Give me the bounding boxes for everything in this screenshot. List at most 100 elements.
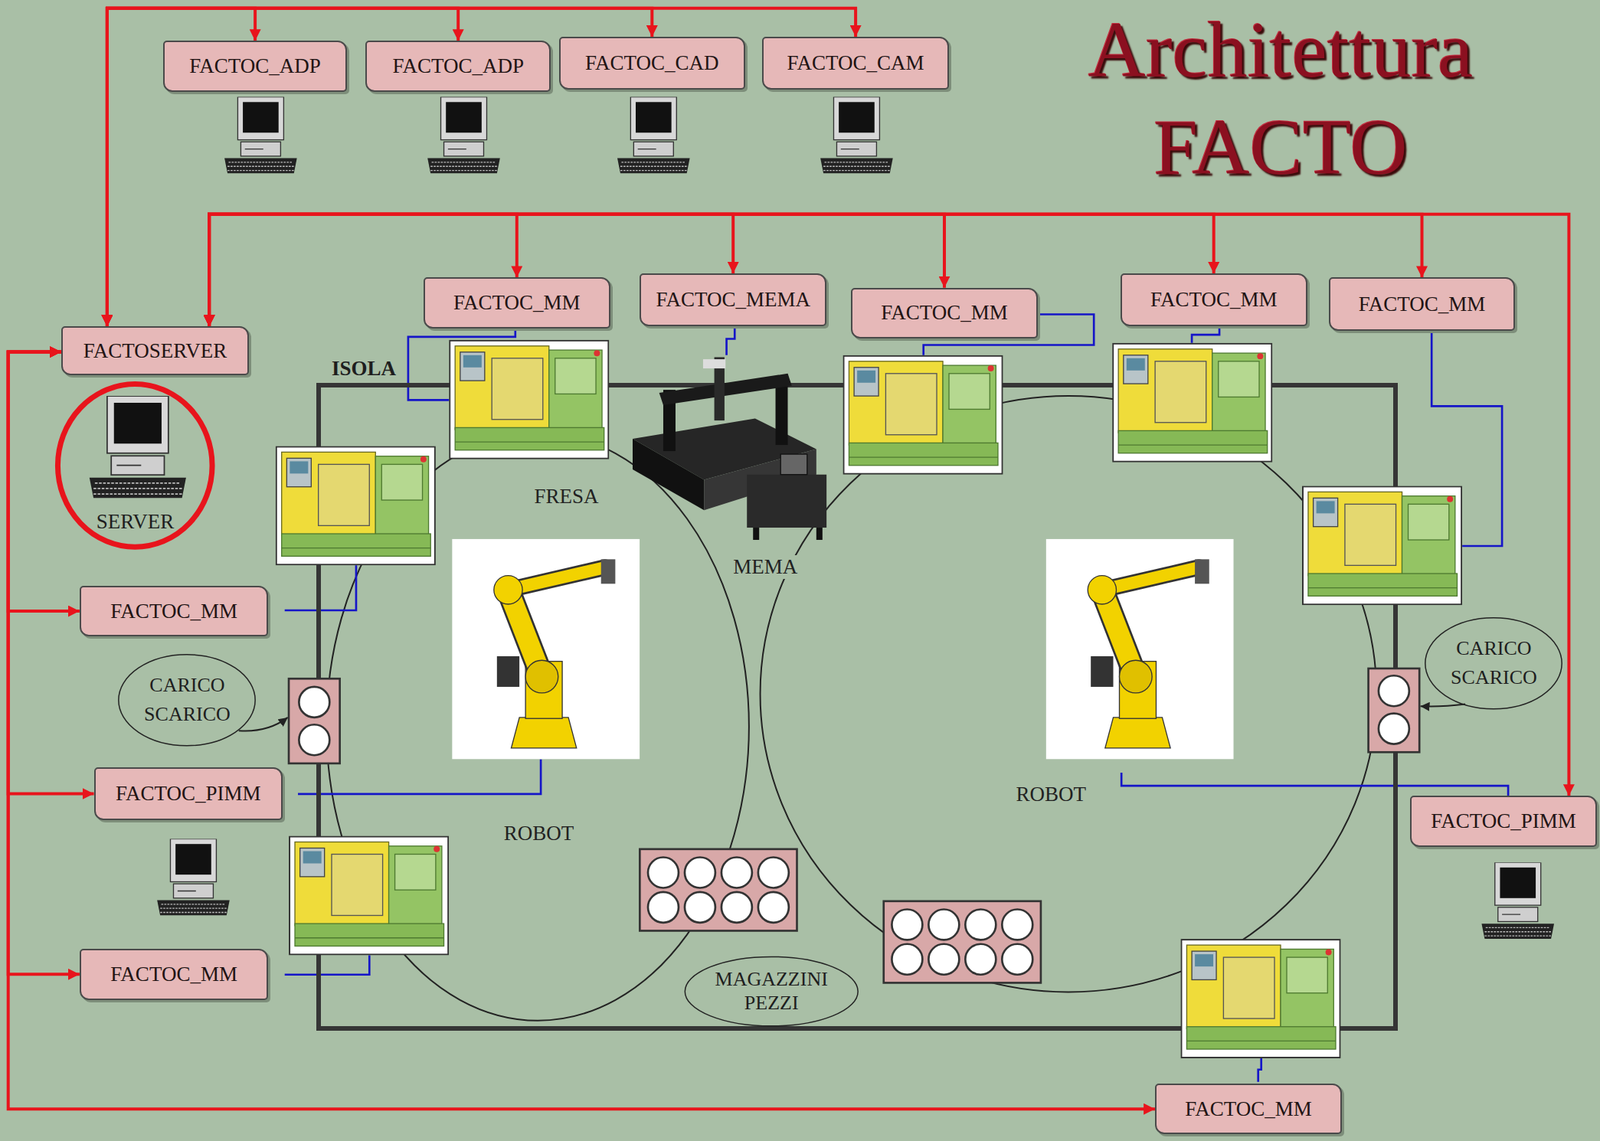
client-scroll: FACTOC_PIMM	[1410, 795, 1597, 848]
milling-machine	[1112, 343, 1272, 462]
store-slot	[647, 892, 679, 923]
store-slot	[721, 892, 753, 923]
diagram-title: Architettura FACTO	[1012, 1, 1549, 197]
network-link	[8, 352, 1156, 1110]
blue-wires	[284, 314, 1509, 1082]
robot-picture	[451, 539, 640, 760]
pallet-slot	[1378, 713, 1410, 745]
milling-machine	[1302, 486, 1462, 605]
node-label: FACTOSERVER	[83, 339, 227, 364]
ellipse-border	[684, 956, 858, 1026]
pallet-station	[288, 668, 1420, 764]
desk-leg	[752, 527, 760, 540]
store-slot	[1001, 944, 1033, 976]
computer-icon	[157, 839, 230, 917]
ellipse-border	[118, 654, 256, 746]
store-rack	[883, 901, 1041, 984]
desk-leg	[816, 527, 823, 540]
client-scroll: FACTOC_MM	[1155, 1083, 1342, 1136]
network-link	[209, 214, 1214, 328]
milling-machine	[449, 340, 609, 459]
client-scroll: FACTOC_ADP	[163, 40, 347, 92]
computer-icon	[820, 97, 894, 174]
station-ellipse: MAGAZZINI PEZZI	[683, 955, 860, 1028]
client-scroll: FACTOSERVER	[61, 326, 249, 376]
node-label: FACTOC_ADP	[392, 54, 524, 79]
computer-icon	[1481, 862, 1555, 940]
pallet-slot	[298, 687, 330, 718]
client-scroll: FACTOC_MM	[79, 585, 269, 638]
cmm-bridge	[659, 373, 792, 406]
network-link	[8, 352, 95, 795]
signal-wire	[284, 955, 370, 975]
node-label: FACTOC_MM	[1150, 287, 1278, 312]
store-slot	[891, 909, 923, 940]
network-link	[8, 352, 80, 612]
part-label: FRESA	[531, 484, 601, 509]
network-link	[209, 214, 945, 328]
milling-machine	[843, 356, 1002, 475]
computer-icon	[89, 395, 187, 498]
ellipse-outline	[683, 955, 860, 1028]
node-label: FACTOC_MM	[453, 291, 581, 315]
node-label: CARICO SCARICO	[1439, 634, 1548, 692]
server-ring	[58, 383, 213, 547]
client-scroll: FACTOC_PIMM	[94, 767, 283, 821]
store-slot	[1001, 909, 1033, 940]
client-scroll: FACTOC_MM	[850, 287, 1038, 340]
pallet-slot	[1378, 675, 1410, 707]
node-label: FACTOC_CAD	[585, 51, 720, 76]
milling-machine	[1181, 939, 1340, 1058]
store-slot	[684, 892, 716, 923]
store-slot	[758, 892, 789, 923]
store-slot	[647, 857, 679, 888]
region-heading: ISOLA	[331, 356, 396, 381]
pallet	[1368, 668, 1421, 753]
leader-arrow	[238, 717, 288, 732]
network-link	[209, 214, 1569, 796]
store-slot	[965, 909, 996, 940]
node-label: FACTOC_ADP	[189, 54, 321, 79]
cmm-badge	[703, 359, 726, 369]
node-label: FACTOC_MM	[1184, 1097, 1313, 1122]
leader-arrow	[1420, 704, 1466, 707]
client-scroll: FACTOC_MM	[79, 948, 269, 1001]
signal-wire	[1191, 326, 1220, 343]
cmm-column	[775, 379, 789, 445]
node-label: MAGAZZINI PEZZI	[706, 967, 837, 1015]
ellipse-outline	[117, 653, 257, 748]
computer-icon	[224, 97, 298, 174]
transport-loop	[760, 395, 1378, 992]
robot-picture	[1046, 539, 1234, 760]
pallet-slot	[298, 724, 330, 756]
pallet	[288, 678, 341, 764]
store-slot	[721, 857, 753, 888]
part-label: ROBOT	[501, 821, 577, 846]
store-slot	[758, 857, 789, 888]
client-scroll: FACTOC_MM	[1120, 273, 1308, 327]
node-label: CARICO SCARICO	[133, 670, 241, 729]
station-ellipse: CARICO SCARICO	[1423, 616, 1564, 711]
node-label: FACTOC_MM	[110, 599, 238, 624]
parts-store	[639, 849, 1041, 984]
client-scroll: FACTOC_CAD	[559, 36, 745, 90]
node-label: FACTOC_MM	[110, 962, 238, 987]
store-slot	[684, 857, 716, 888]
measuring-machine	[632, 356, 827, 540]
ellipse-border	[1425, 618, 1562, 710]
store-slot	[891, 944, 923, 976]
computer-icon	[427, 97, 501, 174]
store-rack	[639, 849, 797, 932]
server-circle: SERVER	[52, 379, 217, 552]
cmm-monitor	[780, 454, 808, 475]
node-label: FACTOC_CAM	[787, 51, 925, 76]
node-label: FACTOC_PIMM	[1430, 809, 1577, 834]
client-scroll: FACTOC_MM	[1328, 277, 1516, 331]
milling-machine	[289, 837, 449, 956]
node-label: FACTOC_MEMA	[655, 287, 811, 312]
network-link	[8, 352, 80, 976]
milling-machine	[276, 446, 436, 565]
signal-wire	[1121, 772, 1509, 797]
signal-wire	[297, 759, 541, 795]
part-label: ROBOT	[1013, 782, 1089, 807]
